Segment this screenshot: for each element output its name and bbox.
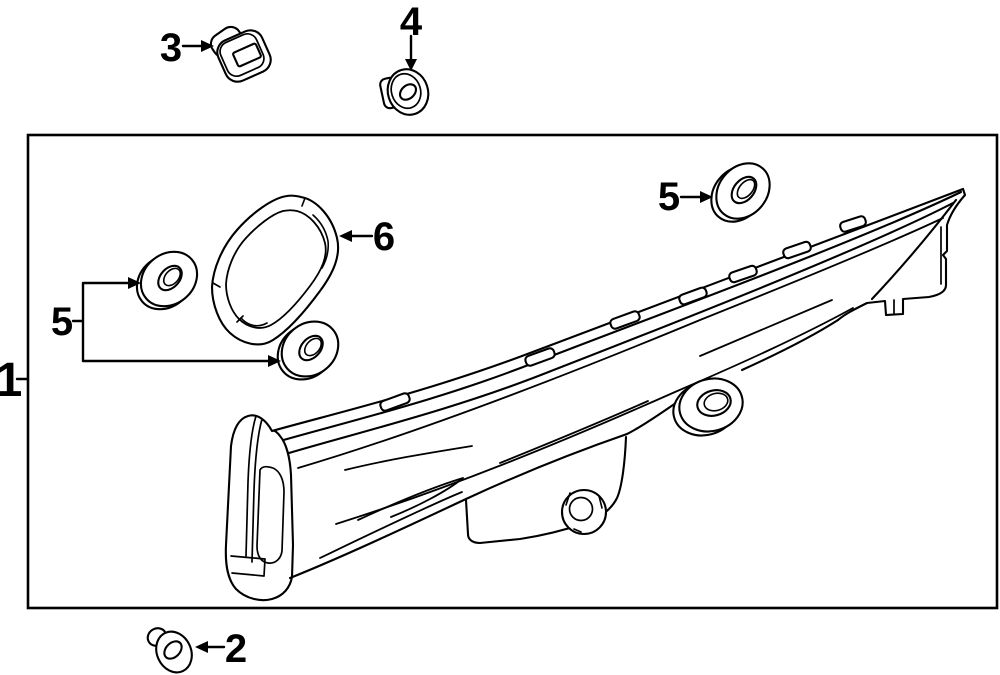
slot xyxy=(524,347,556,367)
callout-5-right-arrowhead xyxy=(700,191,713,203)
clip-hole xyxy=(232,42,262,68)
callout-2-arrowhead xyxy=(195,641,208,653)
end-cap xyxy=(224,414,295,602)
part5-grommet-lower-left xyxy=(276,320,340,381)
socket-inner xyxy=(568,496,594,522)
socket-hole xyxy=(696,389,732,417)
lens-highlight xyxy=(357,477,464,521)
part1-boundary-box xyxy=(26,133,999,610)
slot xyxy=(782,240,812,260)
gasket-seam-ticks xyxy=(212,197,306,323)
housing-bottom-edge xyxy=(288,397,684,580)
tail-lamp-assembly-drawing xyxy=(224,187,967,602)
lens-fold-line xyxy=(297,217,944,469)
callout-3-arrowhead xyxy=(201,40,214,52)
callout-5-arrowhead-upper xyxy=(128,277,141,289)
part5-grommet-upper-left xyxy=(135,250,199,311)
lens-detail-lines xyxy=(297,217,944,559)
callout-2-label: 2 xyxy=(225,627,247,671)
callout-4: 4 xyxy=(400,0,423,71)
callout-6-label: 6 xyxy=(373,215,395,259)
callout-1: 1 xyxy=(0,354,29,407)
housing-top-band-line xyxy=(287,201,955,455)
end-cap-ridge xyxy=(245,415,257,557)
callout-5-right-label: 5 xyxy=(658,175,680,219)
slot xyxy=(728,264,758,284)
socket-detail xyxy=(565,492,603,533)
end-cap-ridge xyxy=(251,418,263,563)
lens-highlight xyxy=(499,400,649,464)
slot xyxy=(678,286,708,306)
washer-hole-inner xyxy=(162,267,182,287)
callout-4-label: 4 xyxy=(400,0,423,44)
end-cap-inner-panel xyxy=(256,465,285,564)
gasket-wall-line xyxy=(240,317,268,327)
callout-2: 2 xyxy=(195,627,247,671)
panel-outline xyxy=(836,187,967,322)
screw-hole xyxy=(163,640,183,660)
part2-screw-drawing xyxy=(146,627,193,674)
callout-5-arrowhead-lower xyxy=(268,355,281,367)
callout-5-right: 5 xyxy=(658,175,713,219)
callout-6-arrowhead xyxy=(339,230,352,242)
housing-top-band-line xyxy=(278,190,963,443)
end-cap-outline xyxy=(224,414,295,602)
gasket-outer xyxy=(210,194,340,346)
lens-lower-fold xyxy=(319,491,463,559)
housing-top-edge xyxy=(270,187,965,433)
socket-hole-inner xyxy=(703,392,729,412)
housing-bottom-edge xyxy=(740,318,840,372)
callout-5-bracket xyxy=(71,281,271,363)
gasket-wall-line xyxy=(312,214,330,269)
callout-4-arrowhead xyxy=(405,59,417,71)
slot xyxy=(609,310,641,330)
grommet-hole xyxy=(398,83,418,101)
callout-3-label: 3 xyxy=(160,26,182,70)
connector-box xyxy=(464,435,628,545)
grommet-hub xyxy=(390,72,422,110)
callout-5-left: 5 xyxy=(51,277,281,367)
part3-clip-drawing xyxy=(209,25,272,83)
washer-hole-inner xyxy=(736,178,756,200)
slot xyxy=(839,215,867,233)
callout-1-label: 1 xyxy=(0,354,22,407)
lens-fold-line xyxy=(335,307,854,525)
part4-grommet-drawing xyxy=(379,68,430,116)
washer-hole-inner xyxy=(303,337,323,357)
lens-highlight xyxy=(699,299,833,357)
slot xyxy=(379,392,411,412)
large-bulb-socket xyxy=(672,377,744,437)
callout-3: 3 xyxy=(160,26,214,70)
part6-gasket-drawing xyxy=(210,194,340,346)
callout-5-left-label: 5 xyxy=(51,300,73,344)
panel-crease xyxy=(870,198,958,301)
clip-face-rim xyxy=(219,32,265,78)
lens-highlight xyxy=(344,445,473,471)
end-cap-foot xyxy=(230,555,266,577)
callout-6: 6 xyxy=(339,215,395,259)
small-bulb-socket xyxy=(560,488,608,536)
callouts: 1 2 3 4 5 5 xyxy=(0,0,713,671)
right-end-panel xyxy=(836,187,967,322)
part5-grommet-top-right xyxy=(710,162,771,223)
housing-slots xyxy=(379,215,867,412)
